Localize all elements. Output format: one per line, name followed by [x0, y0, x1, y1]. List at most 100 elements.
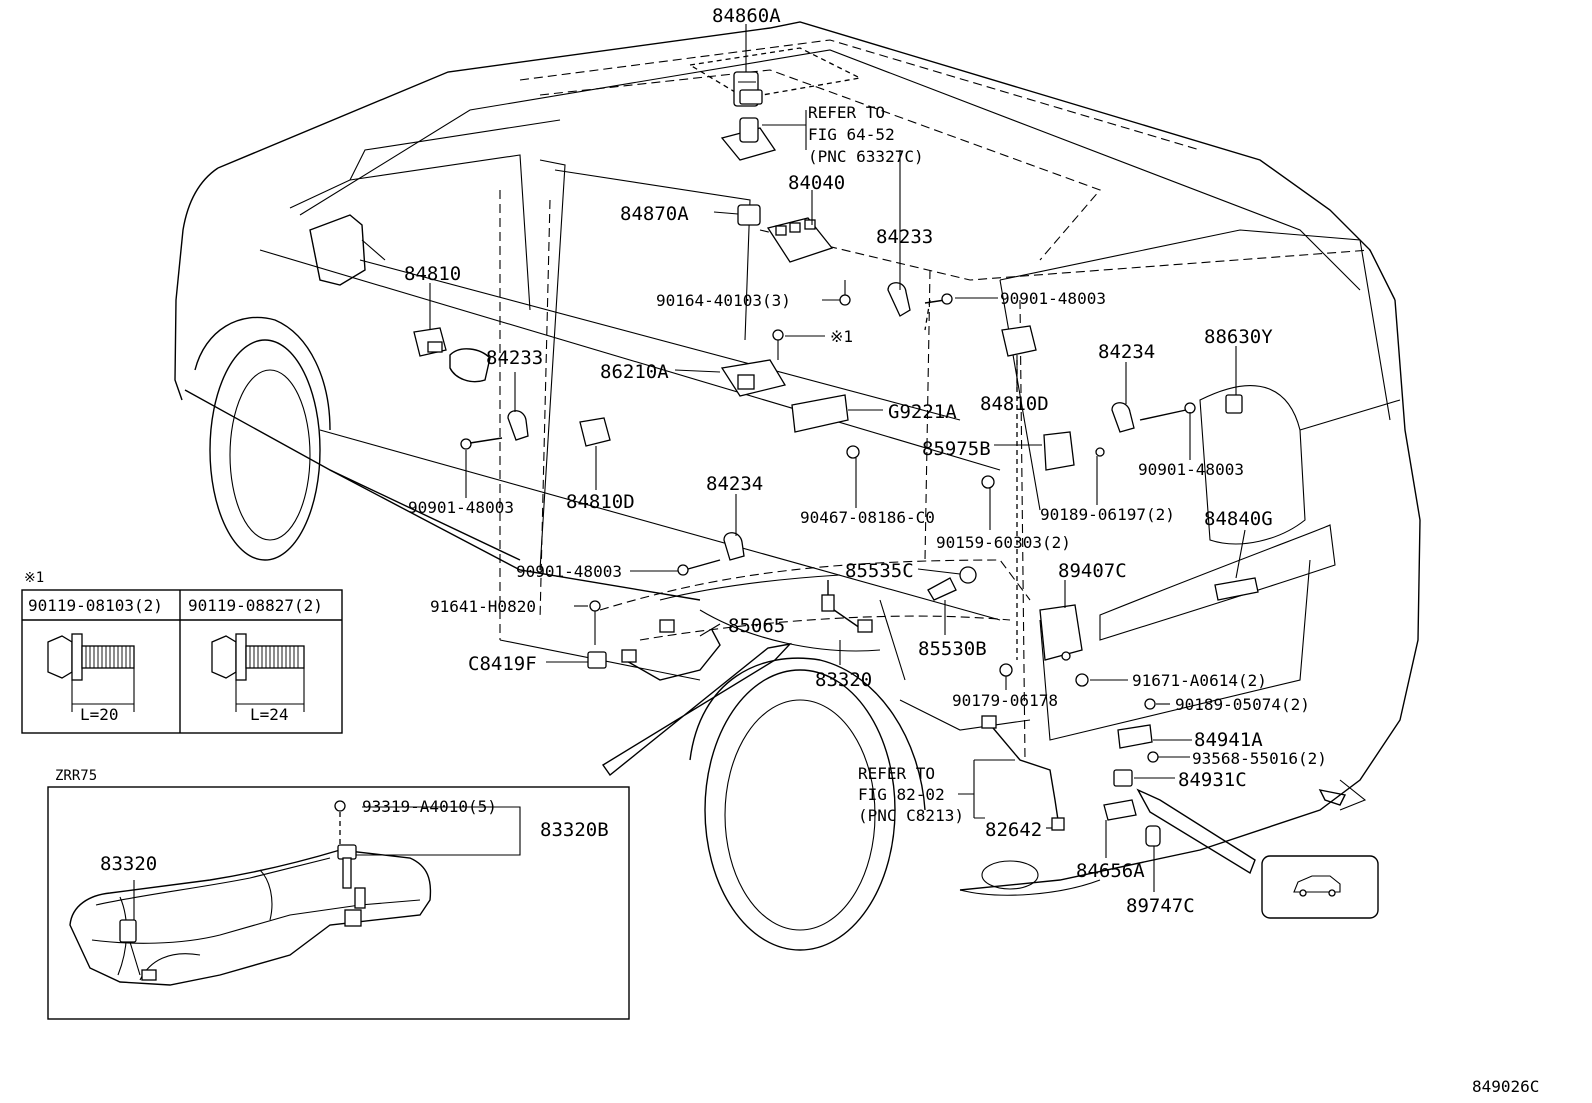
label-83320B: 83320B: [540, 819, 609, 841]
callout-labels: 84860A REFER TO FIG 64-52 (PNC 63327C) 8…: [404, 5, 1327, 917]
leader-lines: [429, 24, 1246, 892]
label-90159: 90159-60303(2): [936, 533, 1071, 552]
label-84233-top: 84233: [876, 226, 933, 248]
bolt-2-drawing: [211, 633, 305, 712]
part-84810D-right-switch[interactable]: [1001, 325, 1037, 357]
label-84656A: 84656A: [1076, 860, 1145, 882]
part-90159-bolt: [981, 475, 995, 489]
label-84941A: 84941A: [1194, 729, 1263, 751]
part-G9221A-module[interactable]: [791, 394, 849, 433]
zrr75-inset: ZRR75 93319-A4010(5) 83320B: [47, 768, 630, 1020]
part-84234-right-sensor[interactable]: [1111, 402, 1135, 433]
bolt-col1-length: L=20: [80, 705, 119, 724]
part-84840G-switch[interactable]: [1214, 577, 1259, 601]
bolt-col2-header: 90119-08827(2): [188, 596, 323, 615]
label-84810D-left: 84810D: [566, 491, 635, 513]
part-84234-mid-sensor[interactable]: [723, 532, 745, 561]
label-90467: 90467-08186-C0: [800, 508, 935, 527]
bolt-spec-table: ※1 90119-08103(2) 90119-08827(2) L=20 L: [21, 570, 343, 734]
part-90189-05074-clip: [1144, 698, 1156, 710]
part-84233-left-sensor[interactable]: [507, 410, 529, 441]
part-90164-screw: [839, 280, 851, 306]
part-91641-bolt: [589, 600, 601, 645]
label-84860A: 84860A: [712, 5, 781, 27]
label-90189-06197: 90189-06197(2): [1040, 505, 1175, 524]
part-star1-bolt: [772, 329, 784, 360]
bolt-col2-length: L=24: [250, 705, 289, 724]
part-82642-harness[interactable]: [981, 715, 1065, 831]
label-93568: 93568-55016(2): [1192, 749, 1327, 768]
part-84040-switch-assembly[interactable]: [766, 217, 834, 263]
label-84840G: 84840G: [1204, 508, 1273, 530]
label-84931C: 84931C: [1178, 769, 1247, 791]
label-90901-left: 90901-48003: [408, 498, 514, 517]
part-85535C-grommet[interactable]: [959, 566, 977, 584]
part-91671-bolt: [1075, 673, 1089, 687]
part-C8419F-clamp[interactable]: [587, 651, 607, 669]
part-90901-mid-bolt: [677, 559, 721, 576]
label-93319: 93319-A4010(5): [362, 797, 497, 816]
label-90189-05074: 90189-05074(2): [1175, 695, 1310, 714]
bolt-1-drawing: [47, 633, 135, 712]
part-84233-top-sensor[interactable]: [887, 282, 911, 317]
bolt-table-marker: ※1: [24, 570, 44, 586]
part-90901-right-bolt: [1139, 402, 1196, 421]
label-84234-right: 84234: [1098, 341, 1155, 363]
part-88630Y-sensor[interactable]: [1225, 394, 1243, 414]
view-indicator: [1261, 855, 1379, 919]
part-84810-switch[interactable]: [413, 327, 447, 357]
part-84810D-left-switch[interactable]: [579, 417, 611, 447]
label-85065: 85065: [728, 615, 785, 637]
label-91671: 91671-A0614(2): [1132, 671, 1267, 690]
label-90901-right: 90901-48003: [1138, 460, 1244, 479]
label-refer2-c: (PNC C8213): [858, 806, 964, 825]
inset-title: ZRR75: [55, 768, 97, 784]
label-G9221A: G9221A: [888, 401, 957, 423]
label-C8419F: C8419F: [468, 653, 537, 675]
label-84870A: 84870A: [620, 203, 689, 225]
label-refer1-a: REFER TO: [808, 103, 885, 122]
part-84870A-switch[interactable]: [737, 204, 761, 226]
label-85535C: 85535C: [845, 560, 914, 582]
label-89747C: 89747C: [1126, 895, 1195, 917]
part-89747C-sensor[interactable]: [1145, 825, 1161, 847]
label-85530B: 85530B: [918, 638, 987, 660]
label-91641: 91641-H0820: [430, 597, 536, 616]
label-star1: ※1: [830, 327, 853, 346]
part-overhead-console: [720, 117, 777, 161]
label-83320: 83320: [815, 669, 872, 691]
label-89407C: 89407C: [1058, 560, 1127, 582]
part-84931C-switch[interactable]: [1113, 769, 1133, 787]
label-90179: 90179-06178: [952, 691, 1058, 710]
part-90901-top-bolt: [924, 293, 953, 305]
label-90901-mid: 90901-48003: [516, 562, 622, 581]
bolt-col1-header: 90119-08103(2): [28, 596, 163, 615]
figure-code: 849026C: [1472, 1077, 1539, 1096]
part-84656A-switch[interactable]: [1103, 799, 1137, 821]
inset-83320B-pump[interactable]: [337, 844, 366, 927]
part-93568-screw: [1147, 751, 1159, 763]
part-84860A-switch[interactable]: [733, 71, 763, 107]
part-86210A-unit[interactable]: [720, 359, 787, 397]
view-arrows: [601, 642, 1256, 875]
label-84810: 84810: [404, 263, 461, 285]
part-89407C-sensor[interactable]: [1039, 604, 1083, 661]
part-83320-fuel-gauge[interactable]: [821, 580, 873, 633]
vehicle-icon: [1293, 875, 1341, 897]
label-84810D-right: 84810D: [980, 393, 1049, 415]
inset-83320-gauge[interactable]: [119, 919, 157, 981]
parts: [413, 71, 1259, 847]
label-refer1-c: (PNC 63327C): [808, 147, 924, 166]
part-85975B-bracket[interactable]: [1043, 431, 1105, 471]
label-84040: 84040: [788, 172, 845, 194]
part-85065-harness[interactable]: [621, 619, 721, 681]
label-85975B: 85975B: [922, 438, 991, 460]
label-refer2-a: REFER TO: [858, 764, 935, 783]
label-90164: 90164-40103(3): [656, 291, 791, 310]
part-90901-left-bolt: [460, 437, 503, 450]
label-refer2-b: FIG 82-02: [858, 785, 945, 804]
part-85530B-hose[interactable]: [927, 577, 957, 601]
part-90467-bolt: [846, 445, 860, 459]
part-84941A-switch[interactable]: [1117, 724, 1153, 749]
